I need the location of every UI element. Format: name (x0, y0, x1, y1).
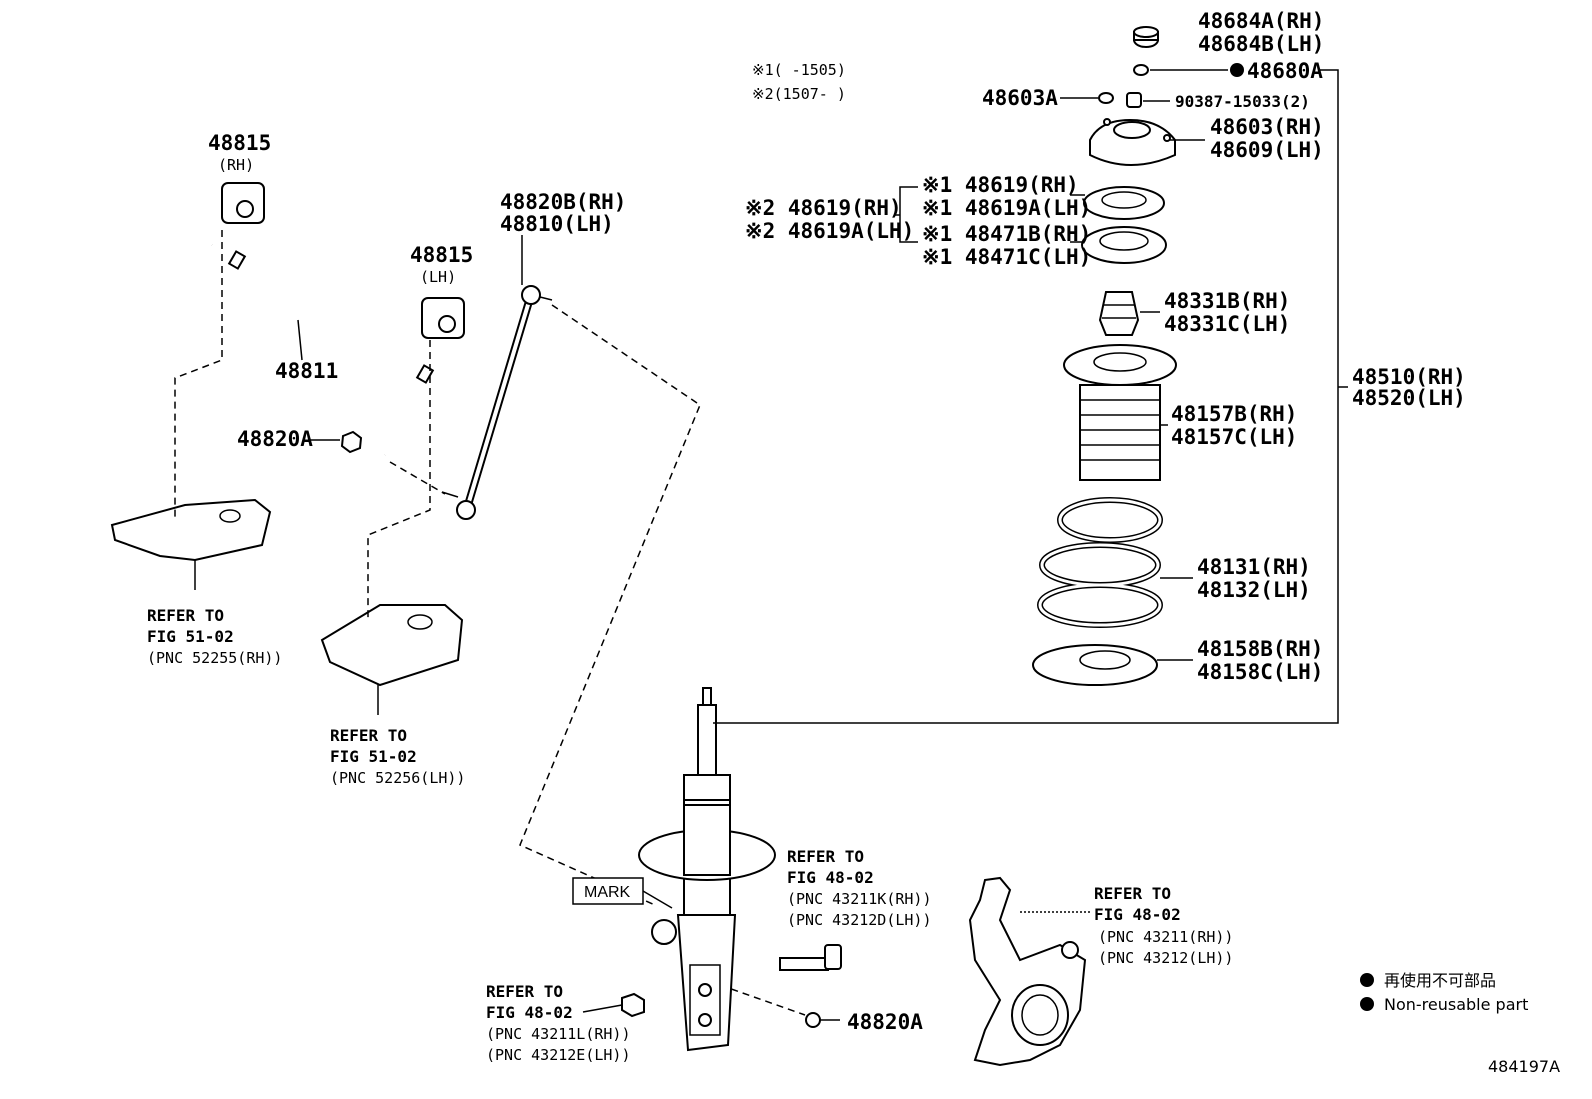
label-note1-48619-rh: ※1 48619(RH) (922, 173, 1079, 197)
refer-fig-48-02-strut: REFER TO FIG 48-02 (PNC 43211K(RH)) (PNC… (787, 847, 932, 929)
boot-48157-drawing (1063, 344, 1177, 481)
legend-jp: 再使用不可部品 (1384, 971, 1496, 990)
label-48811: 48811 (275, 359, 338, 383)
bushing-lh-drawing (421, 297, 465, 339)
support-48603-drawing (1089, 118, 1176, 166)
refer-pnc: (PNC 52256(LH)) (330, 769, 465, 787)
label-90387: 90387-15033(2) (1175, 92, 1310, 111)
mark-box (572, 877, 644, 905)
legend-bullet-jp (1360, 973, 1374, 987)
refer-fig: FIG 48-02 (787, 868, 874, 887)
bracket-rh-drawing (110, 498, 272, 590)
nut-48820a-bottom-drawing (805, 1012, 821, 1028)
label-note2-48619a-lh: ※2 48619A(LH) (745, 219, 914, 243)
refer-fig: FIG 48-02 (1094, 905, 1181, 924)
refer-fig-51-02-rh: REFER TO FIG 51-02 (PNC 52255(RH)) (147, 606, 282, 667)
refer-pnc-lh: (PNC 43212E(LH)) (486, 1046, 631, 1064)
label-48510-rh: 48510(RH) (1352, 365, 1466, 389)
label-48603-rh: 48603(RH) (1210, 115, 1324, 139)
legend-en: Non-reusable part (1384, 995, 1528, 1014)
label-48157b-rh: 48157B(RH) (1171, 402, 1297, 426)
label-48131-rh: 48131(RH) (1197, 555, 1311, 579)
cap-48684-drawing (1133, 26, 1159, 48)
shock-absorber-drawing (638, 687, 776, 1052)
coil-spring-48131-drawing (1037, 497, 1163, 628)
bumper-48331-drawing (1098, 291, 1140, 336)
refer-pnc: (PNC 52255(RH)) (147, 649, 282, 667)
nut-90387-drawing (1126, 92, 1142, 108)
label-note1-48471b-rh: ※1 48471B(RH) (922, 222, 1091, 246)
refer-fig-48-02-bolt: REFER TO FIG 48-02 (PNC 43211L(RH)) (PNC… (486, 982, 631, 1064)
label-note1-48619a-lh: ※1 48619A(LH) (922, 196, 1091, 220)
stabilizer-bar-drawing (210, 242, 454, 457)
refer-fig-51-02-lh: REFER TO FIG 51-02 (PNC 52256(LH)) (330, 726, 465, 787)
legend-bullet-en (1360, 997, 1374, 1011)
label-48815-lh: 48815 (410, 243, 473, 267)
refer-pnc-lh: (PNC 43212D(LH)) (787, 911, 932, 929)
label-48157c-lh: 48157C(LH) (1171, 425, 1297, 449)
label-48603a: 48603A (982, 86, 1058, 110)
refer-text: REFER TO (787, 847, 864, 866)
refer-pnc-rh: (PNC 43211L(RH)) (486, 1025, 631, 1043)
label-note2-48619-rh: ※2 48619(RH) (745, 196, 902, 220)
label-48680a: 48680A (1247, 59, 1323, 83)
label-48815-rh: 48815 (208, 131, 271, 155)
document-id: 484197A (1488, 1057, 1560, 1076)
label-48609-lh: 48609(LH) (1210, 138, 1324, 162)
bearing-48619-drawing (1083, 186, 1165, 220)
label-48158b-rh: 48158B(RH) (1197, 637, 1323, 661)
refer-pnc-lh: (PNC 43212(LH)) (1098, 949, 1233, 967)
label-48820b-rh: 48820B(RH) (500, 190, 626, 214)
refer-fig: FIG 51-02 (147, 627, 234, 646)
label-note1-48471c-lh: ※1 48471C(LH) (922, 245, 1091, 269)
refer-text: REFER TO (147, 606, 224, 625)
mark-label: MARK (584, 884, 631, 901)
bolt-drawing (779, 944, 842, 971)
nut-left-drawing (340, 430, 363, 454)
refer-pnc-rh: (PNC 43211(RH)) (1098, 928, 1233, 946)
refer-text: REFER TO (486, 982, 563, 1001)
label-48331c-lh: 48331C(LH) (1164, 312, 1290, 336)
label-48820a-bottom: 48820A (847, 1010, 923, 1034)
nut-lower-drawing (621, 992, 645, 1018)
label-48520-lh: 48520(LH) (1352, 386, 1466, 410)
refer-text: REFER TO (1094, 884, 1171, 903)
note-2-date-range: ※2(1507- ) (752, 85, 846, 103)
label-48820a-left: 48820A (237, 427, 313, 451)
label-48684b-lh: 48684B(LH) (1198, 32, 1324, 56)
non-reusable-marker (1230, 63, 1244, 77)
label-48331b-rh: 48331B(RH) (1164, 289, 1290, 313)
label-48815-lh-side: (LH) (420, 268, 456, 286)
refer-fig: FIG 51-02 (330, 747, 417, 766)
nut-48680a-drawing (1133, 64, 1149, 76)
bracket-lh-drawing (320, 604, 464, 715)
refer-fig-48-02-knuckle: REFER TO FIG 48-02 (PNC 43211(RH)) (PNC … (1094, 884, 1233, 967)
insulator-48158-drawing (1032, 644, 1158, 686)
note-1-date-range: ※1( -1505) (752, 61, 846, 79)
refer-fig: FIG 48-02 (486, 1003, 573, 1022)
bushing-rh-drawing (221, 182, 265, 224)
label-48158c-lh: 48158C(LH) (1197, 660, 1323, 684)
nut-48603a-drawing (1098, 92, 1114, 104)
steering-knuckle-drawing (968, 876, 1087, 1067)
refer-pnc-rh: (PNC 43211K(RH)) (787, 890, 932, 908)
stabilizer-link-drawing (441, 285, 553, 520)
label-48684a-rh: 48684A(RH) (1198, 9, 1324, 33)
label-48815-rh-side: (RH) (218, 156, 254, 174)
seat-48471-drawing (1081, 226, 1167, 264)
label-48810-lh: 48810(LH) (500, 212, 614, 236)
label-48132-lh: 48132(LH) (1197, 578, 1311, 602)
refer-text: REFER TO (330, 726, 407, 745)
